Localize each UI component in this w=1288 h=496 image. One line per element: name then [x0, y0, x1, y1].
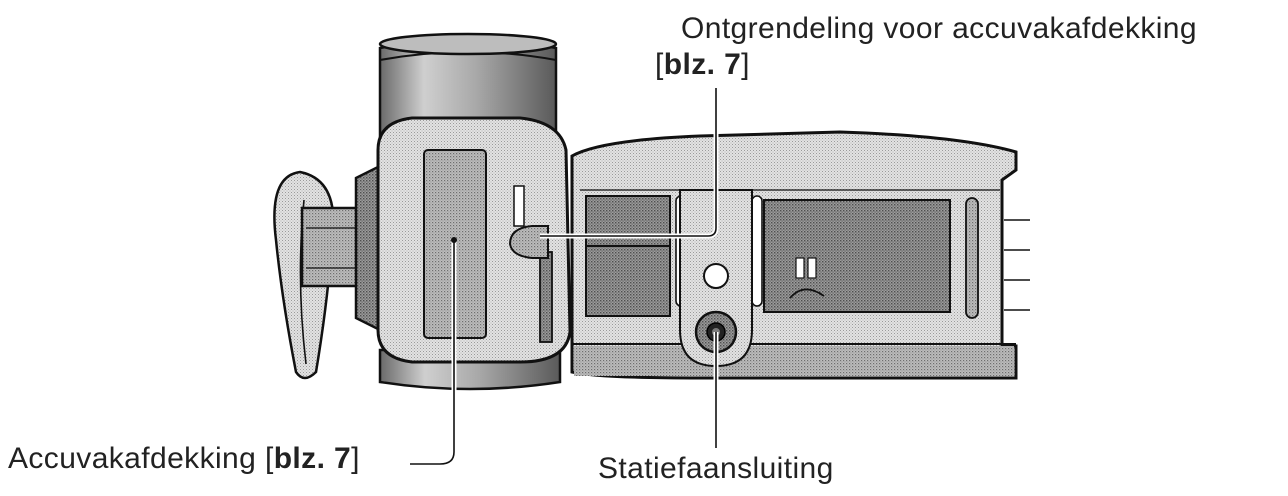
page-ref-number: blz. 7 [663, 48, 742, 81]
page-ref-close: ] [351, 442, 360, 475]
page-ref-open: [ [655, 48, 664, 81]
hand-strap [273, 170, 394, 380]
page-ref-open: [ [264, 442, 274, 475]
battery-cover [376, 116, 572, 364]
battery-cover-release-page-ref: [blz. 7] [655, 48, 750, 82]
page-ref-close: ] [741, 48, 750, 81]
battery-cover-label: Accuvakafdekking [blz. 7] [8, 442, 360, 476]
battery-cover-release-label: Ontgrendeling voor accuvakafdekking [681, 12, 1197, 45]
locating-hole [703, 263, 729, 289]
grip-mount [354, 163, 382, 333]
battery-cover-text: Accuvakafdekking [8, 442, 257, 475]
tripod-socket-label: Statiefaansluiting [598, 452, 834, 485]
camcorder-body [570, 130, 1030, 380]
page-ref-number: blz. 7 [273, 442, 352, 475]
